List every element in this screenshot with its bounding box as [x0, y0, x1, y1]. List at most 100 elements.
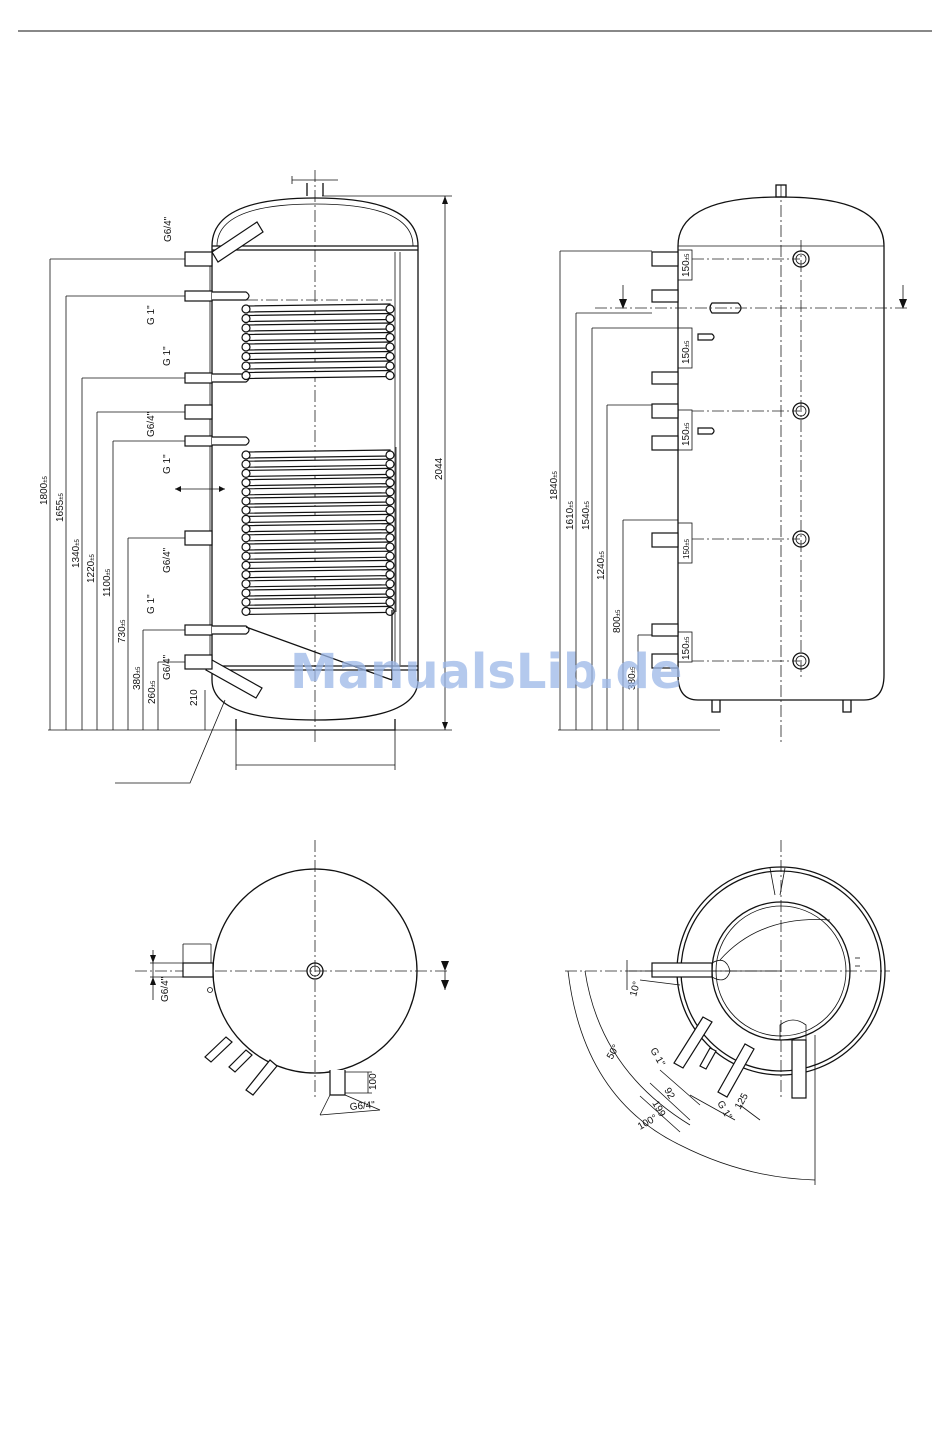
spacing-3: 150±5 — [681, 422, 692, 446]
coil-turn — [246, 606, 390, 614]
coil-turn — [246, 570, 390, 578]
coil-turn — [246, 579, 390, 587]
dim-1100: 1100±5 — [102, 568, 113, 597]
coil-tube-end — [242, 315, 250, 323]
coil-tube-end — [242, 460, 250, 468]
coil-tube-end — [242, 479, 250, 487]
angle-50: 50° — [605, 1043, 622, 1062]
upper-heat-exchanger-coil — [242, 304, 394, 380]
total-height-label: 2044 — [434, 457, 445, 480]
coil-turn — [246, 314, 390, 322]
coil-tube-end — [386, 525, 394, 533]
coil-tube-end — [386, 571, 394, 579]
coil-tube-end — [242, 362, 250, 370]
conn-label-8: G6/4" — [162, 654, 173, 680]
dim-1240: 1240±5 — [596, 550, 607, 580]
dim-1840: 1840±5 — [549, 470, 560, 500]
coil-tube-end — [386, 580, 394, 588]
stub-group-a — [185, 252, 212, 669]
dim-1220: 1220±5 — [86, 553, 97, 583]
coil-turn — [246, 524, 390, 532]
top-a-label-1: G6/4" — [160, 976, 171, 1002]
coil-tube-end — [386, 543, 394, 551]
coil-tube-end — [386, 488, 394, 496]
top-view-b: 10° 50° 100° G 1" 92 199 G 1" 125 — [565, 840, 890, 1185]
coil-turn — [246, 533, 390, 541]
coil-tube-end — [242, 305, 250, 313]
coil-tube-end — [242, 372, 250, 380]
coil-turn — [246, 352, 390, 360]
coil-turn — [246, 371, 390, 379]
coil-tube-end — [386, 515, 394, 523]
coil-turn — [246, 323, 390, 331]
coil-turn — [246, 496, 390, 504]
coil-turn — [246, 551, 390, 559]
conn-label-2: G 1" — [146, 305, 157, 325]
coil-tube-end — [242, 543, 250, 551]
spacing-2: 150±5 — [681, 340, 692, 364]
coil-turn — [246, 468, 390, 476]
coil-tube-end — [242, 598, 250, 606]
coil-tube-end — [386, 552, 394, 560]
coil-tube-end — [386, 598, 394, 606]
top-view-a: G6/4" 100 G6/4" — [135, 840, 450, 1115]
coil-turn — [246, 333, 390, 341]
coil-turn — [246, 505, 390, 513]
dim-210: 210 — [189, 689, 200, 706]
coil-tube-end — [386, 451, 394, 459]
coil-turn — [246, 478, 390, 486]
top-a-label-2: 100 — [368, 1073, 379, 1090]
coil-tube-end — [242, 552, 250, 560]
coil-tube-end — [242, 451, 250, 459]
coil-tube-end — [242, 506, 250, 514]
coil-turn — [246, 342, 390, 350]
coil-tube-end — [386, 315, 394, 323]
coil-turn — [246, 588, 390, 596]
coil-tube-end — [386, 607, 394, 615]
dim-260: 260±5 — [147, 680, 158, 704]
coil-tube-end — [386, 497, 394, 505]
dim-1540: 1540±5 — [581, 500, 592, 530]
coil-turn — [246, 560, 390, 568]
top-b-dim-g1-a: G 1" — [647, 1046, 667, 1069]
coil-tube-end — [386, 506, 394, 514]
conn-label-7: G 1" — [146, 594, 157, 614]
coil-tube-end — [242, 334, 250, 342]
coil-tube-end — [242, 561, 250, 569]
coil-tube-end — [242, 353, 250, 361]
coil-turn — [246, 542, 390, 550]
conn-label-1: G6/4" — [163, 216, 174, 242]
coil-tube-end — [242, 607, 250, 615]
top-b-dim-125: 125 — [733, 1091, 751, 1111]
dim-1655: 1655±5 — [55, 492, 66, 522]
stub-group-b — [652, 252, 678, 668]
coil-tube-end — [242, 534, 250, 542]
dim-1610: 1610±5 — [565, 500, 576, 530]
dim-730: 730±5 — [117, 619, 128, 643]
coil-turn — [246, 304, 390, 312]
coil-tube-end — [242, 580, 250, 588]
coil-tube-end — [386, 479, 394, 487]
coil-tube-end — [386, 334, 394, 342]
lower-heat-exchanger-coil — [242, 450, 394, 615]
spacing-4: 150±5 — [682, 538, 691, 559]
dim-380: 380±5 — [132, 666, 143, 690]
dim-800: 800±5 — [612, 609, 623, 633]
conn-label-5: G 1" — [162, 454, 173, 474]
coil-tube-end — [386, 372, 394, 380]
dim-1800: 1800±5 — [39, 475, 50, 505]
coil-tube-end — [386, 343, 394, 351]
coil-tube-end — [386, 460, 394, 468]
coil-tube-end — [242, 515, 250, 523]
coil-tube-end — [242, 469, 250, 477]
coil-tube-end — [386, 353, 394, 361]
coil-tube-end — [386, 589, 394, 597]
conn-label-4: G6/4" — [146, 411, 157, 437]
coil-turn — [246, 514, 390, 522]
angle-10: 10° — [628, 980, 643, 997]
coil-turn — [246, 361, 390, 369]
coil-tube-end — [386, 534, 394, 542]
coil-tube-end — [386, 469, 394, 477]
coil-tube-end — [242, 343, 250, 351]
